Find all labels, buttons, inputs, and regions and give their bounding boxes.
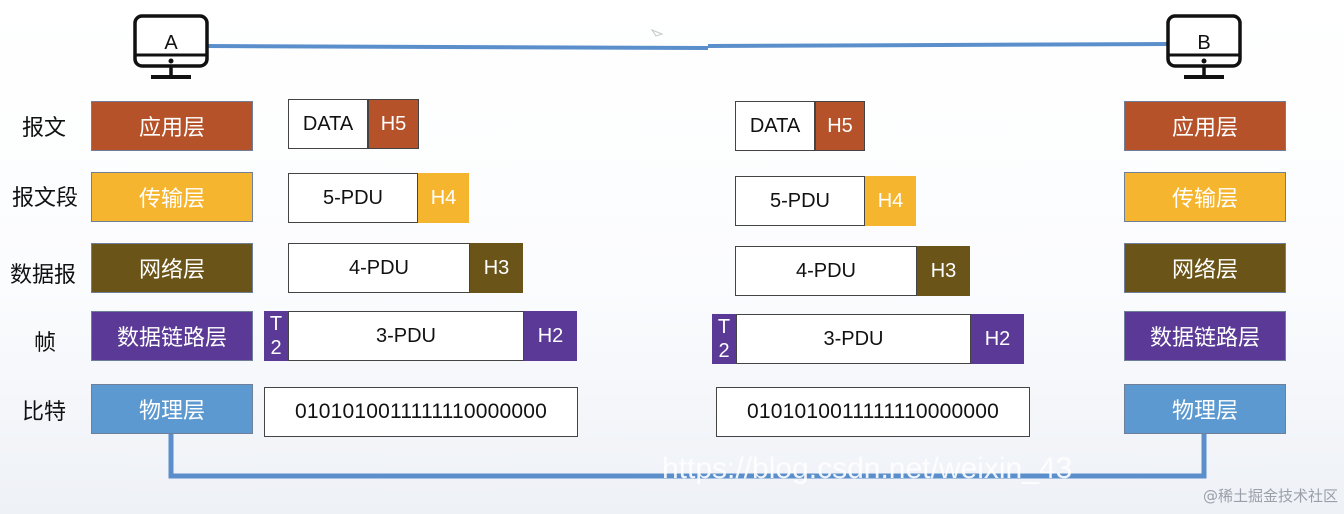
- right-data-box: DATA: [735, 101, 815, 151]
- left-physical-layer: 物理层: [91, 384, 253, 434]
- right-h5-header: H5: [815, 101, 865, 151]
- left-h3-header: H3: [470, 243, 523, 293]
- physical-medium-line: [168, 434, 1207, 479]
- top-link-line-right: [707, 42, 1169, 48]
- right-h4-header: H4: [865, 176, 916, 226]
- left-h2-header: H2: [524, 311, 577, 361]
- left-h4-header: H4: [418, 173, 469, 223]
- right-3pdu-box: 3-PDU: [736, 314, 971, 364]
- right-4pdu-box: 4-PDU: [735, 246, 917, 296]
- top-link-line: [205, 44, 709, 50]
- left-4pdu-box: 4-PDU: [288, 243, 470, 293]
- right-bitstream: 0101010011111110000000: [716, 387, 1030, 437]
- host-a-label: A: [164, 32, 178, 54]
- pdu-name-bit: 比特: [22, 400, 67, 425]
- computer-a: A: [133, 14, 209, 82]
- left-network-layer: 网络层: [91, 243, 253, 293]
- pdu-name-datagram: 数据报: [10, 263, 77, 288]
- left-transport-layer: 传输层: [91, 172, 253, 222]
- left-bitstream: 0101010011111110000000: [264, 387, 578, 437]
- right-t2-bottom: 2: [718, 340, 730, 362]
- right-physical-layer: 物理层: [1124, 384, 1286, 434]
- left-t2-top: T: [269, 313, 283, 335]
- computer-a-icon: [133, 14, 209, 79]
- right-5pdu-box: 5-PDU: [735, 176, 865, 226]
- left-3pdu-box: 3-PDU: [288, 311, 524, 361]
- watermark-site: @稀土掘金技术社区: [1202, 487, 1338, 505]
- right-network-layer: 网络层: [1124, 243, 1286, 293]
- pdu-name-frame: 帧: [34, 331, 57, 356]
- right-transport-layer: 传输层: [1124, 172, 1286, 222]
- pdu-name-message: 报文: [22, 116, 67, 141]
- left-data-box: DATA: [288, 99, 368, 149]
- right-t2-trailer: T 2: [712, 314, 736, 364]
- left-application-layer: 应用层: [91, 101, 253, 151]
- cursor-mark: [650, 28, 664, 37]
- left-5pdu-box: 5-PDU: [288, 173, 418, 223]
- host-b-label: B: [1197, 32, 1211, 54]
- computer-b: B: [1166, 14, 1242, 82]
- right-h3-header: H3: [917, 246, 970, 296]
- left-t2-bottom: 2: [270, 337, 282, 359]
- right-h2-header: H2: [971, 314, 1024, 364]
- left-t2-trailer: T 2: [264, 311, 288, 361]
- left-datalink-layer: 数据链路层: [91, 311, 253, 361]
- left-h5-header: H5: [368, 99, 419, 149]
- right-t2-top: T: [717, 316, 731, 338]
- right-application-layer: 应用层: [1124, 101, 1286, 151]
- pdu-name-segment: 报文段: [12, 186, 79, 211]
- watermark-url: https://blog.csdn.net/weixin_43: [662, 452, 1073, 485]
- computer-b-icon: [1166, 14, 1242, 79]
- right-datalink-layer: 数据链路层: [1124, 311, 1286, 361]
